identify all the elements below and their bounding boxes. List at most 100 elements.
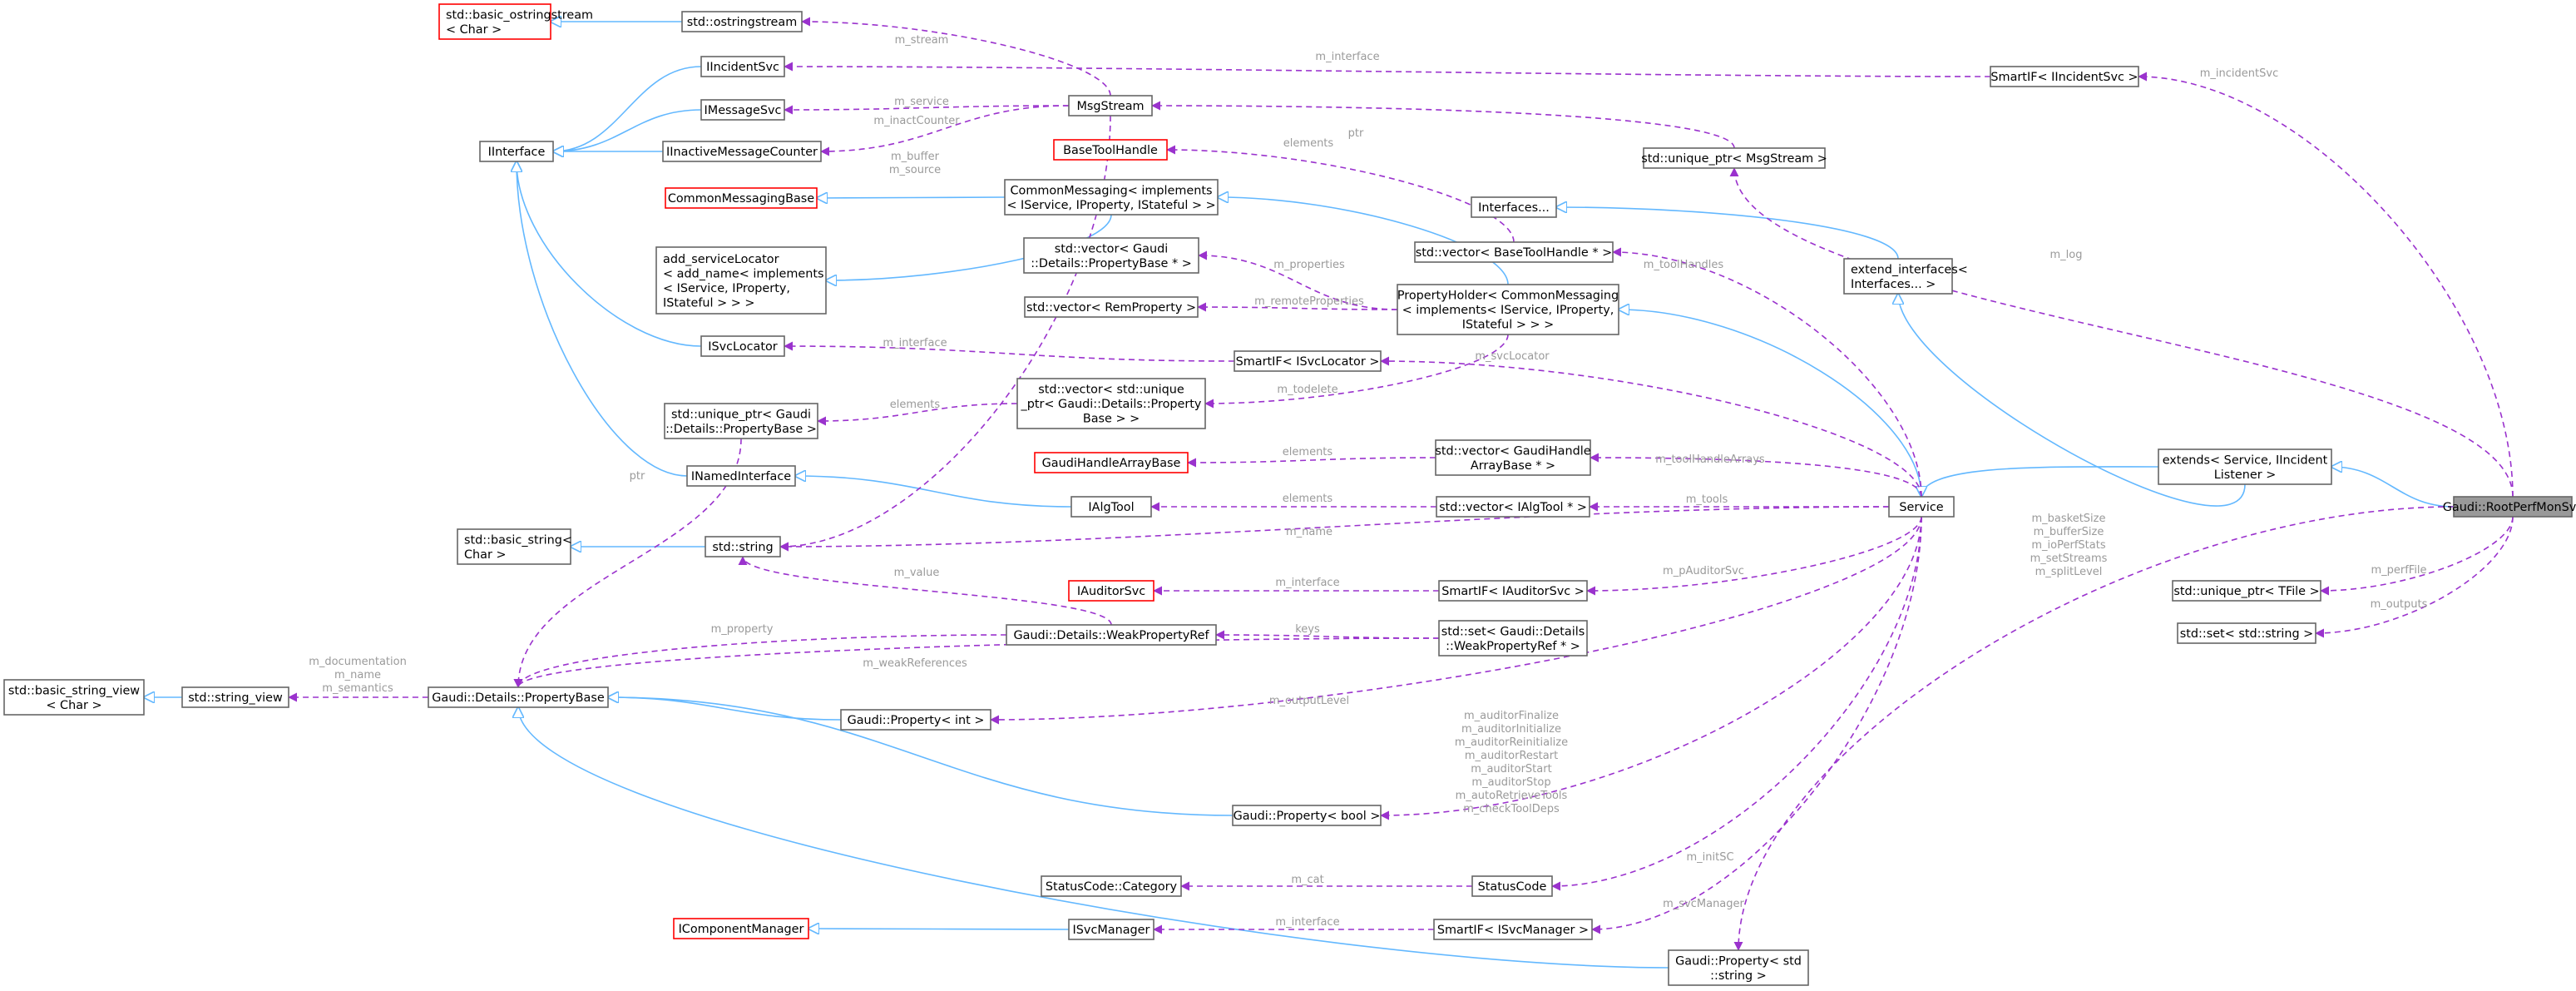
class-node-box: [1068, 919, 1155, 940]
usage-edge-WeakPropertyRef-to-PropertyBase: [513, 634, 1007, 688]
class-node-WeakPropertyRef[interactable]: Gaudi::Details::WeakPropertyRef: [1006, 624, 1217, 646]
class-node-Interfaces[interactable]: Interfaces...: [1471, 196, 1557, 218]
edge-label-m_interface_svcmgr: m_interface: [1275, 916, 1339, 929]
edge-label-m_perfFile: m_perfFile: [2371, 564, 2426, 577]
class-node-vector_GaudiHandleArrayBase[interactable]: std::vector< GaudiHandleArrayBase * >: [1435, 439, 1591, 476]
class-node-label: SmartIF< IAuditorSvc >: [1441, 585, 1585, 598]
inheritance-edge-INamedInterface-to-IInterface: [517, 161, 688, 477]
class-node-StatusCode_Category[interactable]: StatusCode::Category: [1041, 875, 1182, 897]
class-node-IMessageSvc[interactable]: IMessageSvc: [700, 99, 785, 121]
class-node-label: IInactiveMessageCounter: [666, 146, 818, 159]
usage-edge-RootPerfMonSvc-to-unique_ptr_MsgStream: [1729, 167, 2514, 498]
class-node-PropertyBase[interactable]: Gaudi::Details::PropertyBase: [428, 686, 609, 708]
edge-label-m_checkToolDeps: m_checkToolDeps: [1463, 803, 1560, 815]
class-node-box: [686, 465, 796, 487]
class-node-INamedInterface[interactable]: INamedInterface: [686, 465, 796, 487]
class-node-box: [840, 709, 991, 731]
class-node-basic_string_view[interactable]: std::basic_string_view< Char >: [3, 679, 145, 716]
usage-edge-RootPerfMonSvc-to-unique_ptr_TFile: [2320, 516, 2514, 596]
edge-label-m_service: m_service: [894, 96, 949, 108]
class-node-CommonMessagingBase[interactable]: CommonMessagingBase: [665, 187, 818, 209]
class-node-PropertyHolder[interactable]: PropertyHolder< CommonMessaging< impleme…: [1397, 284, 1619, 335]
class-node-box: [700, 99, 785, 121]
class-node-IComponentManager[interactable]: IComponentManager: [673, 918, 809, 939]
class-node-label: std::vector< std::unique: [1038, 384, 1184, 397]
edge-label-m_bufferSize: m_bufferSize: [2034, 526, 2104, 538]
class-node-vector_RemProperty[interactable]: std::vector< RemProperty >: [1024, 296, 1199, 318]
class-node-label: std::vector< BaseToolHandle * >: [1416, 246, 1612, 260]
class-node-add_serviceLocator[interactable]: add_serviceLocator< add_name< implements…: [655, 246, 827, 315]
class-node-extend_interfaces[interactable]: extend_interfaces<Interfaces... >: [1843, 258, 1968, 295]
class-node-set_WeakPropertyRef[interactable]: std::set< Gaudi::Details::WeakPropertyRe…: [1438, 620, 1588, 657]
edge-label-m_auditorReinitialize: m_auditorReinitialize: [1455, 736, 1568, 749]
inheritance-edge-IMessageSvc-to-IInterface: [553, 109, 702, 151]
edge-label-m_toolHandles: m_toolHandles: [1644, 259, 1724, 271]
edge-label-m_basketSize: m_basketSize: [2031, 513, 2105, 525]
class-node-unique_ptr_PropertyBase[interactable]: std::unique_ptr< Gaudi::Details::Propert…: [664, 403, 818, 439]
class-node-IAlgTool[interactable]: IAlgTool: [1070, 496, 1152, 518]
class-node-label: std::unique_ptr< MsgStream >: [1641, 152, 1827, 166]
class-node-IInterface[interactable]: IInterface: [479, 141, 554, 162]
class-node-StatusCode[interactable]: StatusCode: [1471, 875, 1553, 897]
edge-label-m_auditorRestart: m_auditorRestart: [1465, 750, 1558, 762]
class-node-label: StatusCode::Category: [1046, 880, 1178, 894]
class-node-box: [1034, 452, 1189, 473]
class-node-vector_PropertyBase[interactable]: std::vector< Gaudi::Details::PropertyBas…: [1023, 237, 1199, 274]
class-node-vector_IAlgTool[interactable]: std::vector< IAlgTool * >: [1436, 496, 1590, 518]
class-node-GaudiHandleArrayBase[interactable]: GaudiHandleArrayBase: [1034, 452, 1189, 473]
class-node-ostringstream[interactable]: std::ostringstream: [681, 11, 803, 32]
class-node-unique_ptr_MsgStream[interactable]: std::unique_ptr< MsgStream >: [1641, 147, 1827, 169]
class-node-ISvcLocator[interactable]: ISvcLocator: [700, 335, 785, 357]
class-node-SmartIF_ISvcManager[interactable]: SmartIF< ISvcManager >: [1433, 919, 1593, 940]
class-node-set_string[interactable]: std::set< std::string >: [2177, 622, 2316, 644]
class-node-label: std::ostringstream: [687, 16, 798, 29]
class-node-box: [1234, 350, 1382, 372]
class-node-IIncidentSvc[interactable]: IIncidentSvc: [700, 56, 785, 77]
class-node-label: Service: [1899, 501, 1943, 514]
class-node-IAuditorSvc[interactable]: IAuditorSvc: [1068, 580, 1155, 602]
class-node-Property_bool[interactable]: Gaudi::Property< bool >: [1232, 805, 1382, 826]
edge-label-elements_uptr: elements: [890, 399, 941, 411]
class-node-box: [700, 56, 785, 77]
class-node-ISvcManager[interactable]: ISvcManager: [1068, 919, 1155, 940]
class-node-BaseToolHandle[interactable]: BaseToolHandle: [1053, 139, 1168, 161]
class-node-MsgStream[interactable]: MsgStream: [1068, 95, 1153, 116]
class-node-basic_ostringstream[interactable]: std::basic_ostringstream< Char >: [438, 3, 593, 40]
class-node-box: [700, 335, 785, 357]
class-node-SmartIF_IAuditorSvc[interactable]: SmartIF< IAuditorSvc >: [1438, 580, 1588, 602]
class-node-label: GaudiHandleArrayBase: [1042, 457, 1181, 470]
usage-edge-MsgStream-to-IMessageSvc: [784, 105, 1070, 115]
class-node-label: PropertyHolder< CommonMessaging: [1397, 290, 1619, 303]
class-node-basic_string[interactable]: std::basic_string<Char >: [457, 528, 572, 565]
edge-label-m_ioPerfStats: m_ioPerfStats: [2031, 539, 2105, 552]
class-node-box: [1023, 237, 1199, 274]
class-node-vector_unique_ptr[interactable]: std::vector< std::unique_ptr< Gaudi::Det…: [1016, 378, 1206, 429]
class-node-label: CommonMessagingBase: [668, 192, 814, 206]
class-node-string_view[interactable]: std::string_view: [181, 686, 289, 708]
class-node-vector_BaseToolHandle[interactable]: std::vector< BaseToolHandle * >: [1414, 241, 1614, 263]
inheritance-edge-IIncidentSvc-to-IInterface: [553, 66, 702, 151]
usage-edge-Service-to-vector_BaseToolHandle: [1612, 247, 1922, 498]
class-node-unique_ptr_TFile[interactable]: std::unique_ptr< TFile >: [2172, 580, 2321, 602]
class-node-std_string[interactable]: std::string: [705, 536, 781, 557]
class-node-label: IInterface: [488, 146, 546, 159]
class-node-box: [1843, 258, 1953, 295]
class-node-Service[interactable]: Service: [1888, 496, 1955, 518]
edge-label-keys: keys: [1295, 623, 1320, 636]
class-node-Property_int[interactable]: Gaudi::Property< int >: [840, 709, 991, 731]
class-node-label: ::string >: [1710, 969, 1767, 983]
edge-label-m_value: m_value: [894, 567, 940, 579]
edge-label-m_name: m_name: [1286, 526, 1332, 538]
edge-label-m_name_sv: m_name: [334, 669, 381, 681]
class-node-SmartIF_ISvcLocator[interactable]: SmartIF< ISvcLocator >: [1234, 350, 1382, 372]
class-node-box: [181, 686, 289, 708]
class-node-IInactiveMessageCounter[interactable]: IInactiveMessageCounter: [662, 141, 822, 162]
inheritance-edge-CommonMessaging-to-CommonMessagingBase: [817, 197, 1006, 198]
class-node-CommonMessaging[interactable]: CommonMessaging< implements< IService, I…: [1004, 179, 1219, 216]
class-node-Property_string[interactable]: Gaudi::Property< std::string >: [1668, 949, 1809, 986]
inheritance-edge-PropertyHolder-to-CommonMessaging: [1218, 197, 1509, 285]
class-node-RootPerfMonSvc[interactable]: Gaudi::RootPerfMonSvc: [2443, 496, 2576, 518]
class-node-SmartIF_IIncidentSvc[interactable]: SmartIF< IIncidentSvc >: [1990, 66, 2139, 87]
class-node-label: < add_name< implements: [663, 267, 824, 280]
